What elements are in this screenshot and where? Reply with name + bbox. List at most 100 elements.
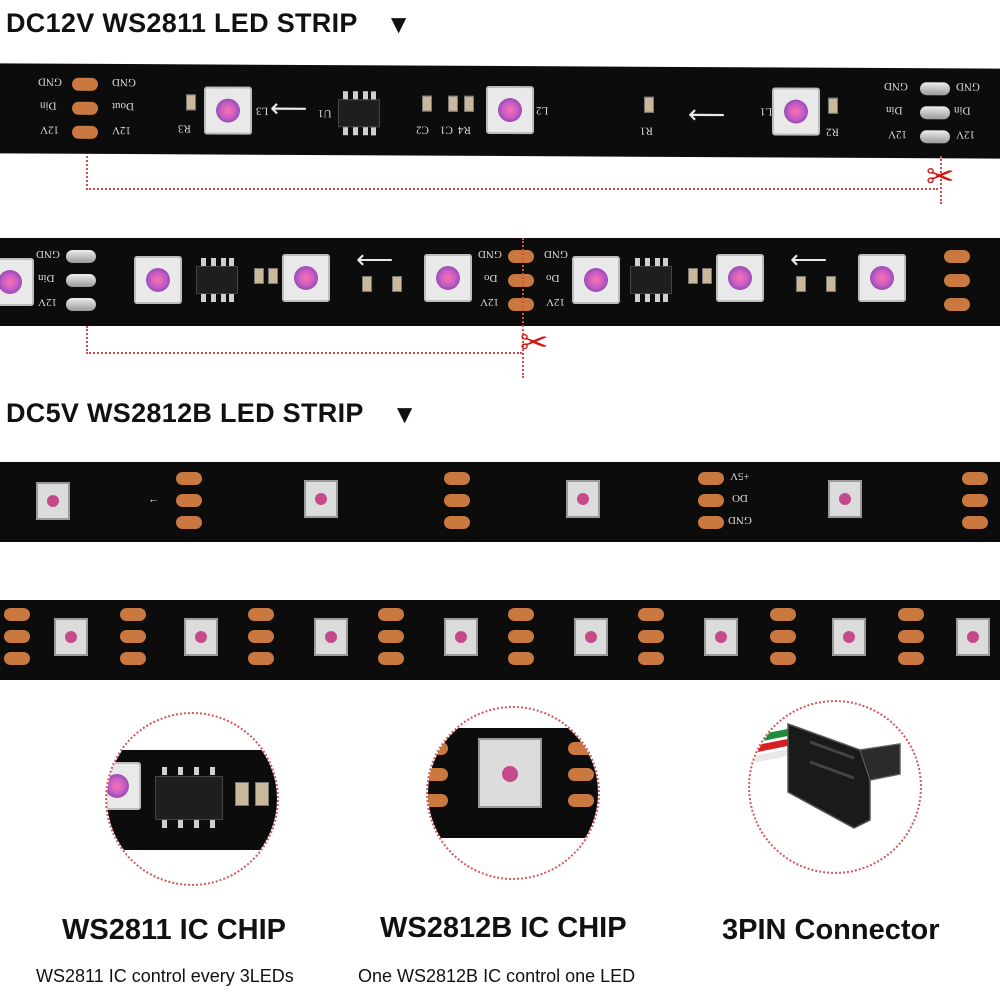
- ws2812b-strip-1: → +5V DO GND: [0, 462, 1000, 542]
- solder-pad: [72, 77, 98, 91]
- pad-label: 12V: [40, 123, 59, 136]
- resistor: [702, 268, 712, 284]
- dc12v-heading-text: DC12V WS2811 LED STRIP: [6, 8, 358, 38]
- resistor: [828, 97, 838, 114]
- scissors-icon: ✂: [520, 324, 549, 362]
- solder-pad: [378, 652, 404, 665]
- arrow-left-icon: ⟵: [356, 244, 394, 274]
- solder-pad: [508, 274, 534, 287]
- pad-label: Din: [38, 272, 55, 284]
- pad-label: 12V: [38, 296, 57, 308]
- ws2812b-feature-title: WS2812B IC CHIP: [380, 912, 627, 944]
- pad-label: Do: [546, 272, 560, 284]
- resistor: [186, 94, 196, 111]
- ws2811-feature-title: WS2811 IC CHIP: [62, 914, 287, 946]
- solder-pad: [944, 250, 970, 263]
- solder-pad: [568, 768, 594, 781]
- connector-feature-title: 3PIN Connector: [722, 914, 940, 946]
- led-5050: [134, 256, 182, 304]
- solder-pad: [444, 494, 470, 507]
- led-5050: [424, 254, 472, 302]
- triangle-down-icon: ▼: [391, 399, 418, 429]
- solder-pad: [920, 106, 950, 120]
- resistor: [392, 276, 402, 292]
- ws2811-ic-chip: [155, 767, 223, 828]
- ws2811-ic-chip: [196, 258, 238, 302]
- connector-icon: [750, 722, 901, 829]
- capacitor: [254, 268, 264, 284]
- solder-pad: [66, 250, 96, 263]
- solder-pad: [770, 630, 796, 643]
- pad-label: +5V: [730, 470, 750, 482]
- capacitor: [362, 276, 372, 292]
- led-ws2812b: [54, 618, 88, 656]
- component-label: L2: [536, 104, 549, 117]
- led-ws2812b: [184, 618, 218, 656]
- ws2811-ic-chip: [338, 91, 380, 136]
- component-label: R4: [458, 123, 471, 136]
- solder-pad: [4, 630, 30, 643]
- 3pin-connector-closeup: [748, 700, 922, 874]
- dc5v-heading-text: DC5V WS2812B LED STRIP: [6, 398, 364, 428]
- led-5050: [107, 762, 141, 810]
- pad-label: Din: [954, 104, 971, 117]
- solder-pad: [898, 608, 924, 621]
- solder-pad: [120, 630, 146, 643]
- ws2812b-chip-closeup: [426, 706, 600, 880]
- solder-pad: [962, 472, 988, 485]
- led-ws2812b: [956, 618, 990, 656]
- solder-pad: [444, 472, 470, 485]
- pad-label: GND: [728, 514, 752, 526]
- solder-pad: [944, 298, 970, 311]
- solder-pad: [176, 494, 202, 507]
- pad-label: GND: [956, 80, 980, 93]
- solder-pad: [770, 608, 796, 621]
- solder-pad: [698, 472, 724, 485]
- solder-pad: [378, 630, 404, 643]
- ws2811-strip-2: GND Din 12V ⟵ GND Do 12V GND Do 12V ⟵: [0, 238, 1000, 326]
- component-label: U1: [318, 107, 332, 120]
- solder-pad: [638, 630, 664, 643]
- solder-pad: [508, 630, 534, 643]
- pad-label: DO: [732, 492, 748, 504]
- led-5050: [572, 256, 620, 304]
- component-label: R2: [826, 125, 839, 138]
- led-ws2812b: [832, 618, 866, 656]
- pad-label: GND: [38, 75, 62, 88]
- pad-label: GND: [884, 80, 908, 93]
- led-ws2812b: [314, 618, 348, 656]
- solder-pad: [568, 742, 594, 755]
- led-5050: [716, 254, 764, 302]
- ws2811-chip-closeup: [105, 712, 279, 886]
- resistor: [255, 782, 269, 806]
- led-5050: [282, 254, 330, 302]
- solder-pad: [428, 768, 448, 781]
- solder-pad: [248, 652, 274, 665]
- solder-pad: [428, 794, 448, 807]
- solder-pad: [378, 608, 404, 621]
- component-label: R3: [178, 122, 191, 135]
- arrow-left-icon: →: [148, 496, 159, 508]
- led-5050: [0, 258, 34, 306]
- led-ws2812b: [304, 480, 338, 518]
- pad-label: 12V: [546, 296, 565, 308]
- capacitor: [235, 782, 249, 806]
- led-ws2812b: [828, 480, 862, 518]
- solder-pad: [920, 82, 950, 96]
- solder-pad: [176, 516, 202, 529]
- cut-line: [86, 156, 88, 190]
- solder-pad: [120, 608, 146, 621]
- led-5050: [486, 85, 534, 135]
- solder-pad: [898, 652, 924, 665]
- pad-label: 12V: [956, 128, 975, 141]
- resistor: [826, 276, 836, 292]
- solder-pad: [4, 652, 30, 665]
- solder-pad: [770, 652, 796, 665]
- pad-label: GND: [544, 248, 568, 260]
- pad-label: Din: [40, 99, 57, 112]
- pad-label: 12V: [480, 296, 499, 308]
- solder-pad: [508, 652, 534, 665]
- solder-pad: [944, 274, 970, 287]
- ws2811-feature-caption: WS2811 IC control every 3LEDs: [36, 966, 294, 986]
- solder-pad: [72, 101, 98, 115]
